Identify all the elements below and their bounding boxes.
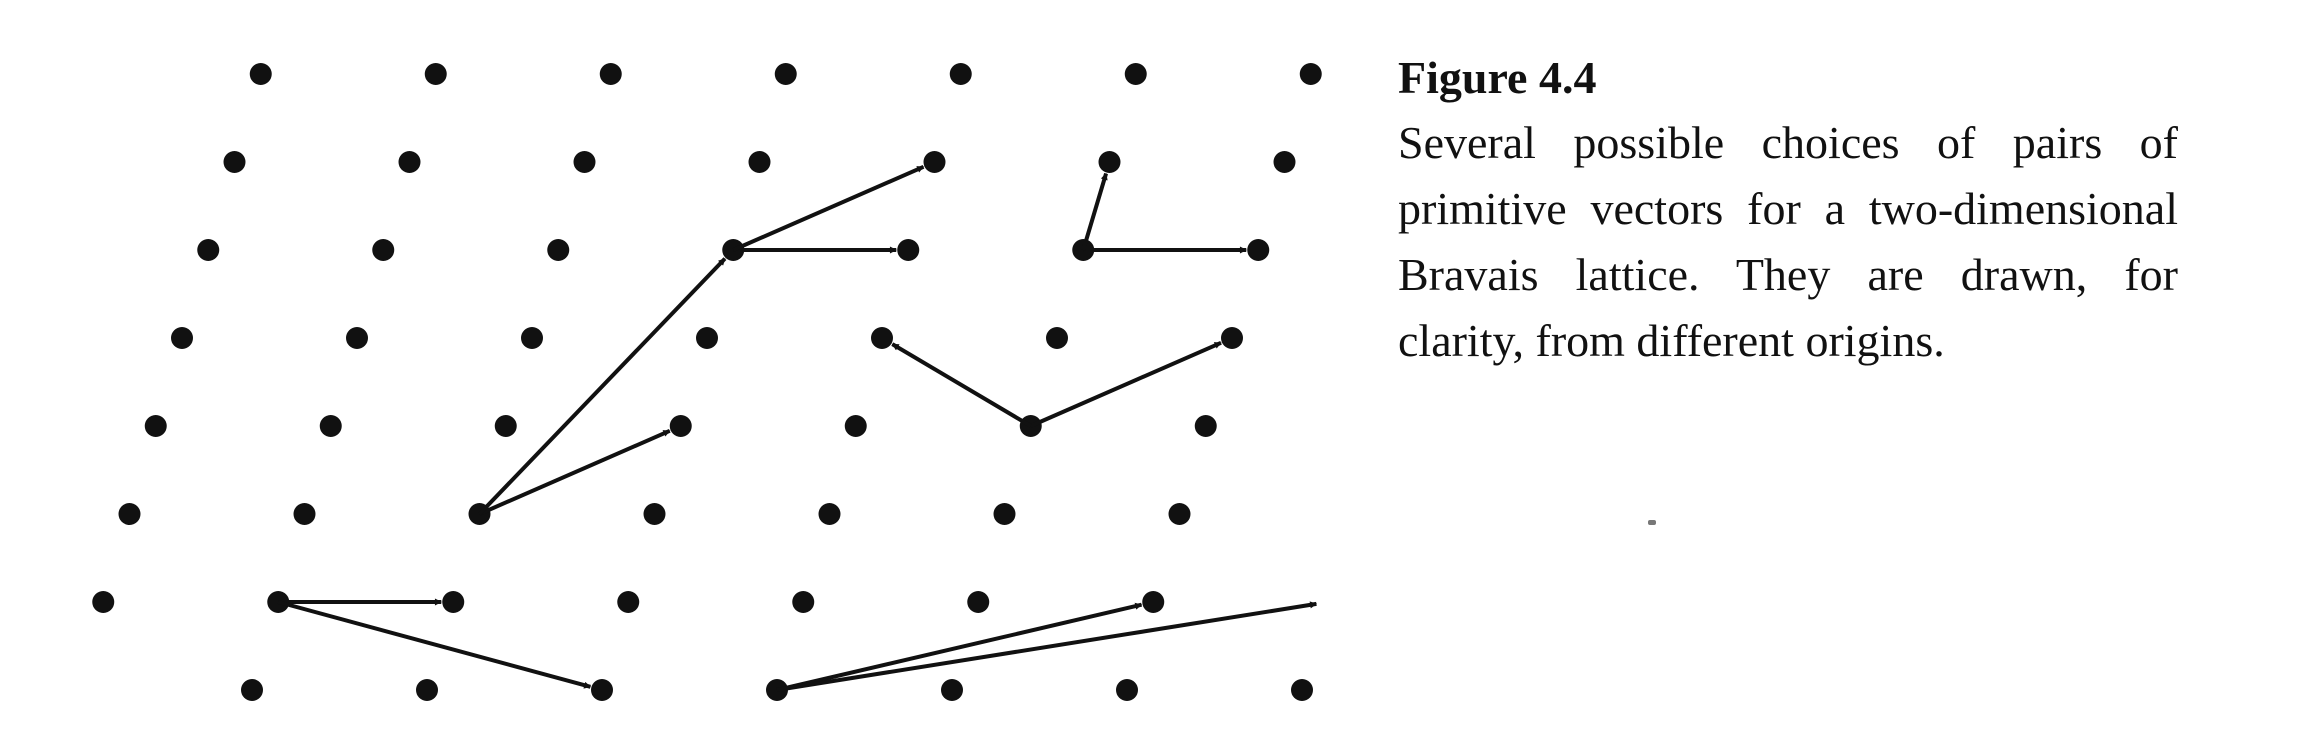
- primitive-vector-arrow: [478, 428, 671, 516]
- primitive-vector-pairs: [277, 164, 1318, 692]
- lattice-point: [923, 151, 946, 173]
- lattice-point: [424, 63, 447, 85]
- lattice-point: [1168, 503, 1191, 525]
- primitive-vector-arrow: [1029, 340, 1222, 428]
- lattice-point: [617, 591, 640, 613]
- lattice-point: [346, 327, 368, 349]
- lattice-point: [573, 151, 596, 173]
- lattice-point: [1046, 327, 1068, 349]
- lattice-point: [643, 503, 666, 525]
- lattice-point: [197, 239, 220, 261]
- lattice-point: [1116, 679, 1138, 701]
- figure-title: Figure 4.4: [1398, 52, 1597, 103]
- lattice-point: [398, 151, 421, 173]
- lattice-point: [416, 679, 438, 701]
- lattice-point: [871, 327, 893, 349]
- lattice-point: [144, 415, 167, 437]
- lattice-point: [241, 679, 263, 701]
- lattice-point: [774, 63, 797, 85]
- lattice-point: [92, 591, 115, 613]
- lattice-point: [1247, 239, 1270, 261]
- lattice-point: [372, 239, 395, 261]
- lattice-point: [1299, 63, 1322, 85]
- lattice-point: [1124, 63, 1147, 85]
- primitive-vector-arrow: [776, 602, 1143, 692]
- lattice-point: [696, 327, 718, 349]
- lattice-point: [967, 591, 990, 613]
- lattice-point: [118, 503, 141, 525]
- primitive-vector-arrow: [891, 342, 1032, 428]
- lattice-point: [818, 503, 841, 525]
- lattice-point: [792, 591, 815, 613]
- lattice-point: [1098, 151, 1121, 173]
- figure-caption-text: Several possible choices of pairs of pri…: [1398, 117, 2178, 366]
- primitive-vector-arrow: [277, 600, 592, 689]
- lattice-point: [223, 151, 246, 173]
- bravais-lattice-diagram: [92, 63, 1322, 701]
- lattice-point: [547, 239, 570, 261]
- lattice-point: [993, 503, 1016, 525]
- lattice-point: [941, 679, 963, 701]
- lattice-point: [1142, 591, 1165, 613]
- lattice-point: [1221, 327, 1243, 349]
- lattice-point: [844, 415, 867, 437]
- primitive-vector-arrow: [776, 601, 1318, 692]
- lattice-point: [1273, 151, 1296, 173]
- lattice-point: [748, 151, 771, 173]
- primitive-vector-arrow: [478, 257, 727, 516]
- lattice-point: [1291, 679, 1313, 701]
- figure-caption: Figure 4.4 Several possible choices of p…: [1398, 46, 2178, 374]
- lattice-point: [171, 327, 193, 349]
- lattice-point: [442, 591, 465, 613]
- lattice-point: [599, 63, 622, 85]
- primitive-vector-arrow: [1081, 172, 1108, 251]
- lattice-point: [249, 63, 272, 85]
- lattice-point: [1194, 415, 1217, 437]
- lattice-point: [521, 327, 543, 349]
- lattice-point: [293, 503, 316, 525]
- lattice-point: [669, 415, 692, 437]
- lattice-point: [591, 679, 613, 701]
- lattice-point: [897, 239, 920, 261]
- primitive-vector-arrow: [732, 164, 925, 252]
- lattice-point: [494, 415, 517, 437]
- lattice-point: [319, 415, 342, 437]
- lattice-point: [949, 63, 972, 85]
- scan-speck: [1648, 520, 1656, 525]
